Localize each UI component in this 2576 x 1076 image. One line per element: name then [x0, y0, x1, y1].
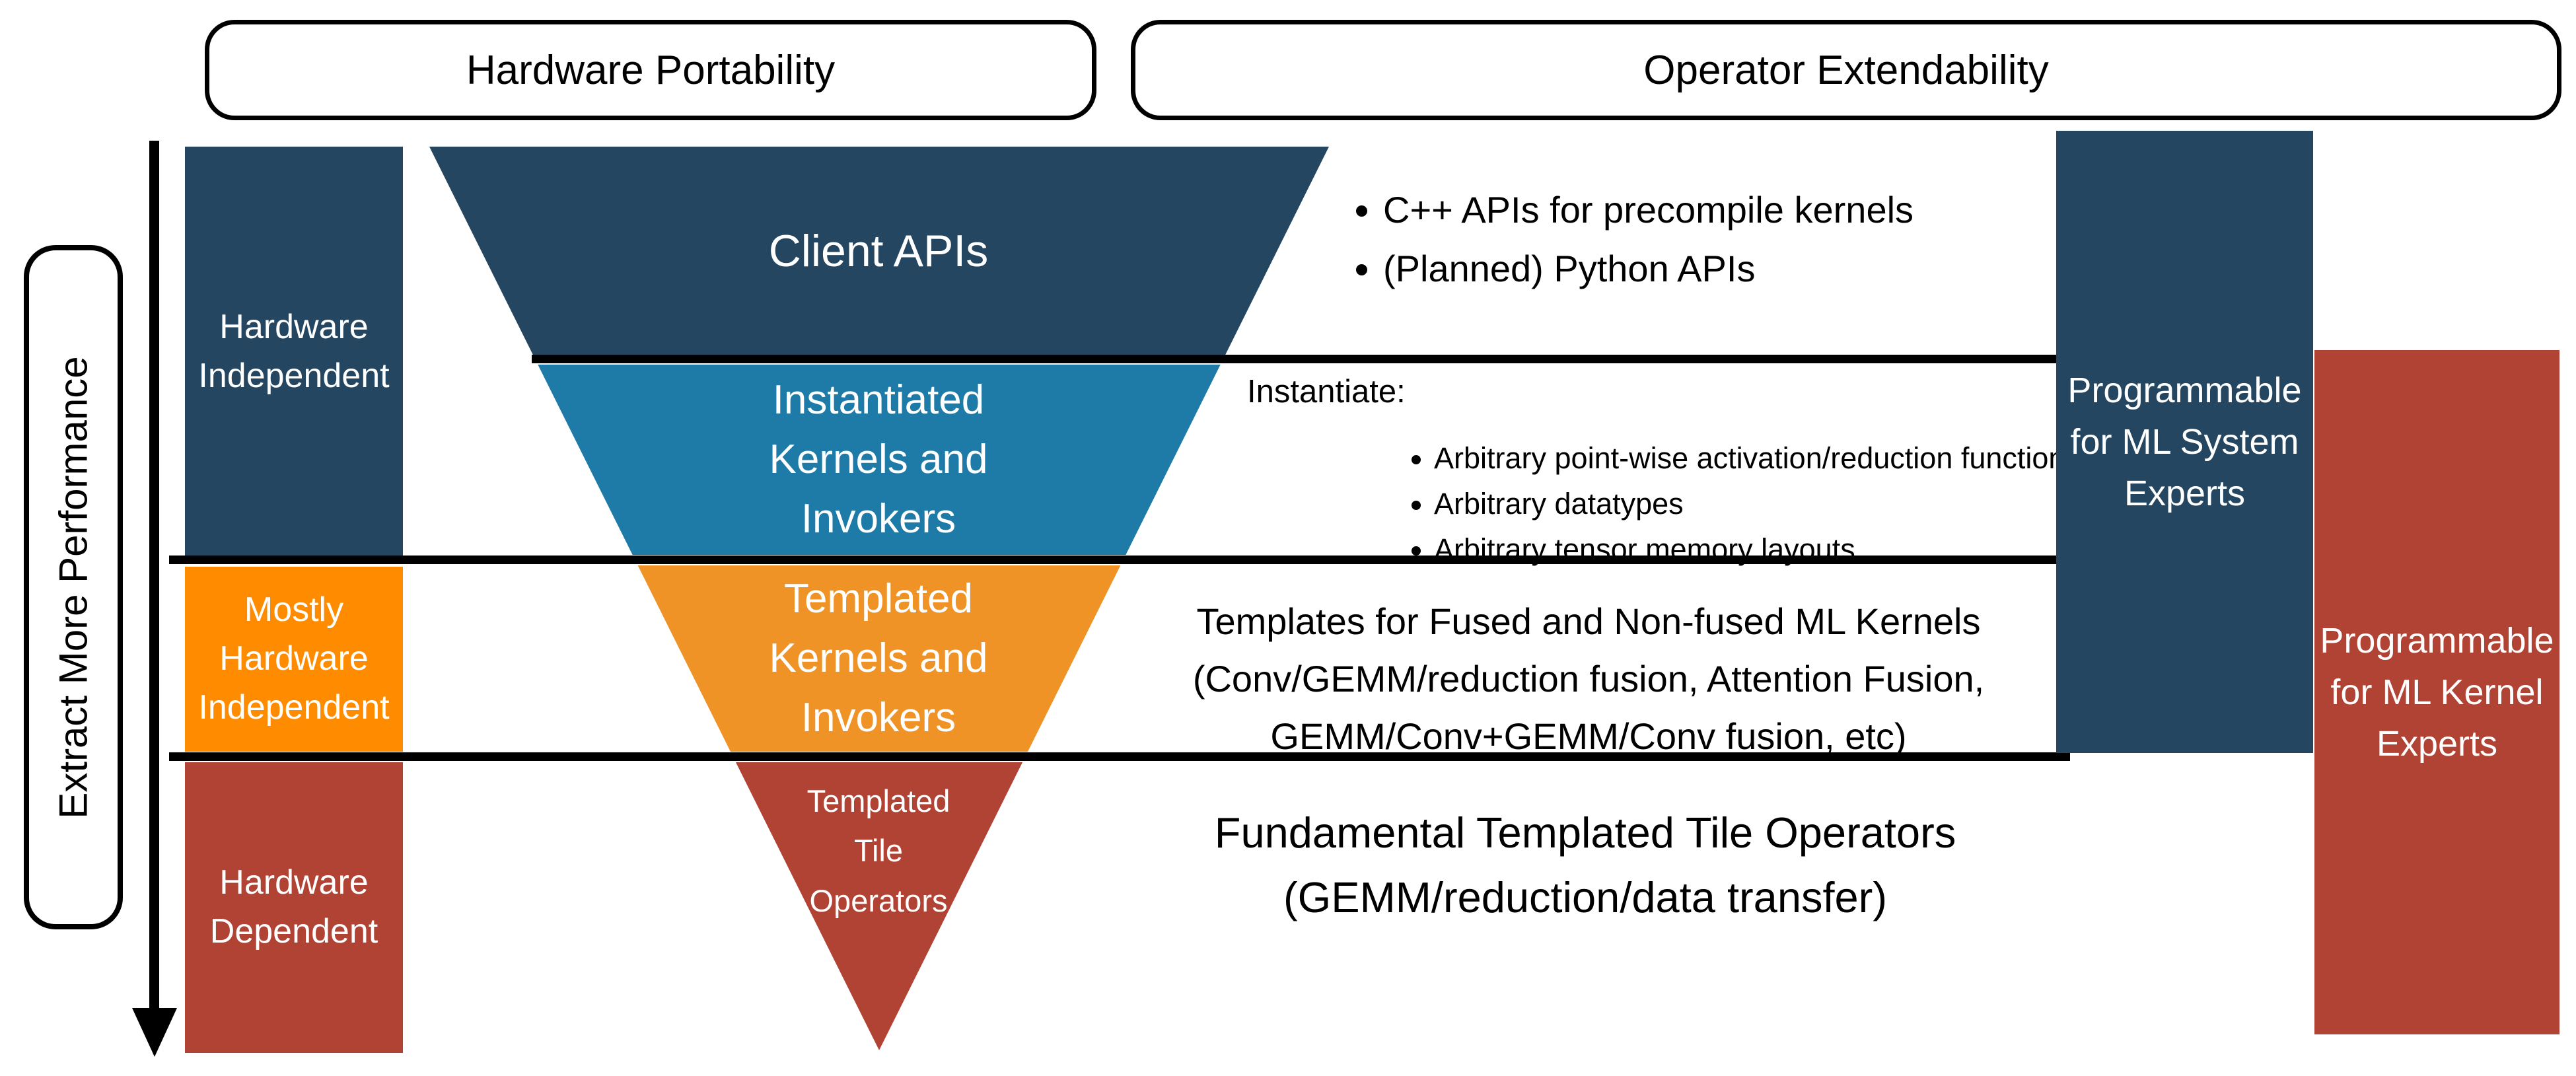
instantiated-kernels-label: Instantiated Kernels and Invokers	[769, 377, 988, 542]
client-apis-label: Client APIs	[768, 226, 989, 276]
mostly-hardware-independent-label: Mostly Hardware Independent	[198, 591, 390, 727]
extract-more-performance-box: Extract More Performance	[24, 245, 123, 929]
templates-annotation: Templates for Fused and Non-fused ML Ker…	[1192, 600, 1985, 757]
client-api-bullet-2: (Planned) Python APIs	[1383, 247, 2096, 290]
instantiate-heading: Instantiate:	[1247, 374, 1406, 410]
instantiate-bullet-3: Arbitrary tensor memory layouts	[1434, 532, 2134, 567]
hardware-independent-band: Hardware Independent	[185, 147, 403, 557]
ml-kernel-experts-label: Programmable for ML Kernel Experts	[2320, 620, 2554, 764]
templated-tile-operators-label: Templated Tile Operators	[806, 783, 950, 918]
hardware-dependent-band: Hardware Dependent	[185, 762, 403, 1053]
divider-line-1	[532, 355, 2074, 363]
client-apis-layer: Client APIs	[568, 147, 1189, 355]
ml-system-experts-column: Programmable for ML System Experts	[2056, 131, 2313, 753]
operator-extendability-label: Operator Extendability	[1643, 47, 2049, 93]
instantiate-bullet-1: Arbitrary point-wise activation/reductio…	[1434, 441, 2134, 476]
down-arrow-head-icon	[132, 1008, 177, 1057]
mostly-hardware-independent-band: Mostly Hardware Independent	[185, 567, 403, 752]
fundamental-annotation: Fundamental Templated Tile Operators (GE…	[1214, 808, 1956, 921]
hardware-independent-label: Hardware Independent	[198, 308, 390, 395]
down-arrow-icon	[149, 141, 159, 1011]
client-api-bullet-1: C++ APIs for precompile kernels	[1383, 188, 2096, 231]
hardware-dependent-label: Hardware Dependent	[209, 863, 378, 950]
extract-more-performance-label: Extract More Performance	[51, 355, 96, 819]
instantiate-bullet-list: Arbitrary point-wise activation/reductio…	[1397, 441, 2134, 578]
templated-kernels-label: Templated Kernels and Invokers	[769, 576, 988, 740]
divider-line-2	[169, 556, 2079, 564]
ml-kernel-experts-column: Programmable for ML Kernel Experts	[2314, 350, 2559, 1034]
templated-tile-operators-layer: Templated Tile Operators	[730, 765, 1027, 937]
divider-line-3	[169, 752, 2070, 761]
client-api-bullet-list: C++ APIs for precompile kernels (Planned…	[1341, 188, 2096, 306]
ml-system-experts-label: Programmable for ML System Experts	[2067, 370, 2302, 514]
operator-extendability-box: Operator Extendability	[1131, 20, 2561, 120]
hardware-portability-label: Hardware Portability	[466, 47, 836, 93]
hardware-portability-box: Hardware Portability	[205, 20, 1096, 120]
templated-kernels-layer: Templated Kernels and Invokers	[700, 565, 1057, 752]
instantiated-kernels-layer: Instantiated Kernels and Invokers	[627, 365, 1129, 555]
instantiate-bullet-2: Arbitrary datatypes	[1434, 487, 2134, 521]
